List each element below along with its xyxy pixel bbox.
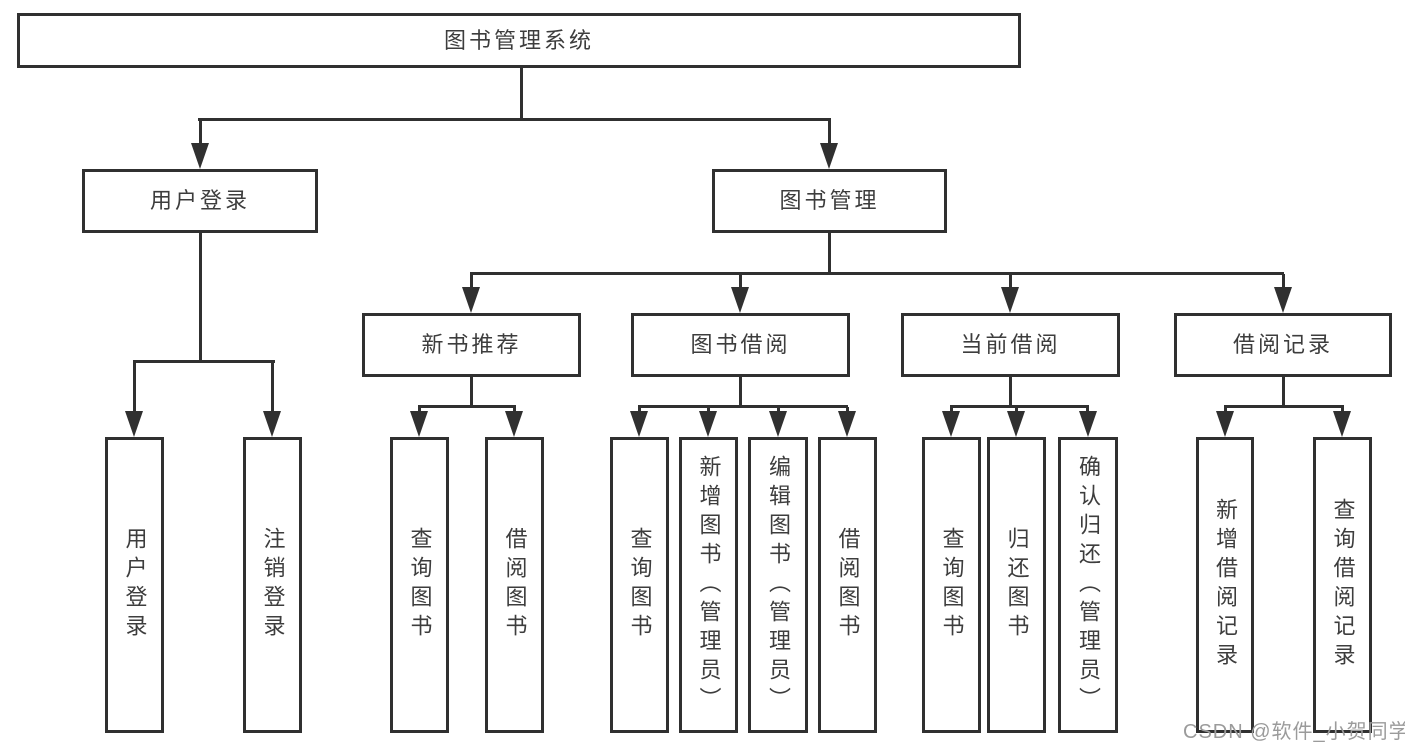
edge-borrowing-stub-borrow — [846, 407, 849, 413]
leaf-return-books: 归还图书 — [987, 437, 1046, 733]
edge-records-arrow-add — [1216, 411, 1234, 437]
edge-root-vline — [520, 68, 523, 120]
edge-recommend-arrow-borrow — [505, 411, 523, 437]
leaf-query-books-recommend: 查询图书 — [390, 437, 449, 733]
leaf-return-books-label: 归还图书 — [1004, 527, 1030, 643]
node-user-login: 用户登录 — [82, 169, 318, 233]
leaf-add-borrow-record-label: 新增借阅记录 — [1213, 498, 1238, 672]
edge-root-arrow-book-management — [820, 143, 838, 169]
leaf-query-books-borrowing-label: 查询图书 — [627, 527, 653, 643]
edge-user-login-stub-login — [133, 362, 136, 413]
node-current-borrowing: 当前借阅 — [901, 313, 1120, 377]
edge-recommend-arrow-query — [410, 411, 428, 437]
edge-records-vline — [1282, 377, 1285, 407]
leaf-confirm-return-admin: 确认归还（管理员） — [1058, 437, 1118, 733]
edge-user-login-vline — [199, 233, 202, 362]
edge-bm-stub-records — [1282, 274, 1285, 289]
edge-borrowing-arrow-add — [699, 411, 717, 437]
leaf-edit-books-admin: 编辑图书（管理员） — [748, 437, 808, 733]
edge-user-login-arrow-login — [125, 411, 143, 437]
node-new-book-recommend: 新书推荐 — [362, 313, 581, 377]
edge-bm-arrow-borrowing — [731, 287, 749, 313]
leaf-confirm-return-admin-label: 确认归还（管理员） — [1076, 454, 1101, 716]
leaf-query-borrow-record-label: 查询借阅记录 — [1330, 498, 1356, 672]
edge-book-management-hline — [470, 272, 1284, 275]
leaf-query-borrow-record: 查询借阅记录 — [1313, 437, 1372, 733]
edge-borrowing-arrow-query — [630, 411, 648, 437]
edge-current-stub-return — [1015, 407, 1018, 413]
leaf-edit-books-admin-label: 编辑图书（管理员） — [766, 454, 791, 716]
leaf-query-books-recommend-label: 查询图书 — [407, 527, 433, 643]
edge-bm-arrow-recommend — [462, 287, 480, 313]
edge-current-arrow-query — [942, 411, 960, 437]
edge-borrowing-stub-add — [707, 407, 710, 413]
leaf-logout: 注销登录 — [243, 437, 302, 733]
edge-current-stub-confirm — [1086, 407, 1089, 413]
edge-current-arrow-confirm — [1079, 411, 1097, 437]
edge-user-login-stub-logout — [271, 362, 274, 413]
edge-current-hline — [950, 405, 1089, 408]
edge-bm-arrow-current — [1001, 287, 1019, 313]
leaf-logout-label: 注销登录 — [260, 527, 286, 643]
edge-records-stub-add — [1224, 407, 1227, 413]
leaf-borrow-books-borrowing: 借阅图书 — [818, 437, 877, 733]
leaf-add-borrow-record: 新增借阅记录 — [1196, 437, 1254, 733]
edge-root-stub-user-login — [199, 120, 202, 146]
leaf-borrow-books-recommend: 借阅图书 — [485, 437, 544, 733]
edge-bm-stub-borrowing — [739, 274, 742, 289]
edge-borrowing-arrow-borrow — [838, 411, 856, 437]
edge-borrowing-hline — [638, 405, 848, 408]
leaf-user-login-label: 用户登录 — [122, 527, 148, 643]
leaf-borrow-books-recommend-label: 借阅图书 — [502, 527, 528, 643]
node-borrowing-records-label: 借阅记录 — [1232, 332, 1333, 357]
edge-borrowing-stub-edit — [777, 407, 780, 413]
node-book-borrowing-label: 图书借阅 — [690, 332, 791, 357]
leaf-query-books-current-label: 查询图书 — [939, 527, 965, 643]
edge-bm-stub-current — [1009, 274, 1012, 289]
edge-root-hline — [198, 118, 831, 121]
edge-records-hline — [1224, 405, 1344, 408]
node-current-borrowing-label: 当前借阅 — [960, 332, 1061, 357]
node-borrowing-records: 借阅记录 — [1174, 313, 1392, 377]
watermark-text: CSDN @软件_小贺同学 — [1183, 721, 1405, 743]
edge-user-login-arrow-logout — [263, 411, 281, 437]
node-root: 图书管理系统 — [17, 13, 1021, 68]
edge-root-arrow-user-login — [191, 143, 209, 169]
edge-borrowing-vline — [739, 377, 742, 407]
edge-borrowing-arrow-edit — [769, 411, 787, 437]
edge-recommend-stub-query — [418, 407, 421, 413]
edge-records-stub-query — [1341, 407, 1344, 413]
edge-bm-stub-recommend — [470, 274, 473, 289]
leaf-add-books-admin-label: 新增图书（管理员） — [696, 454, 722, 716]
leaf-query-books-borrowing: 查询图书 — [610, 437, 669, 733]
edge-user-login-hline — [133, 360, 275, 363]
edge-bm-arrow-records — [1274, 287, 1292, 313]
node-new-book-recommend-label: 新书推荐 — [421, 332, 522, 357]
edge-root-stub-book-management — [828, 120, 831, 146]
leaf-user-login: 用户登录 — [105, 437, 164, 733]
edge-current-arrow-return — [1007, 411, 1025, 437]
node-book-management-label: 图书管理 — [779, 188, 880, 213]
edge-recommend-hline — [418, 405, 516, 408]
edge-records-arrow-query — [1333, 411, 1351, 437]
edge-recommend-stub-borrow — [513, 407, 516, 413]
edge-book-management-vline — [828, 233, 831, 274]
node-book-management: 图书管理 — [712, 169, 947, 233]
leaf-add-books-admin: 新增图书（管理员） — [679, 437, 738, 733]
edge-borrowing-stub-query — [638, 407, 641, 413]
node-book-borrowing: 图书借阅 — [631, 313, 850, 377]
leaf-borrow-books-borrowing-label: 借阅图书 — [835, 527, 861, 643]
edge-current-stub-query — [950, 407, 953, 413]
edge-recommend-vline — [470, 377, 473, 407]
leaf-query-books-current: 查询图书 — [922, 437, 981, 733]
node-user-login-label: 用户登录 — [149, 188, 250, 213]
node-root-label: 图书管理系统 — [443, 27, 594, 53]
edge-current-vline — [1009, 377, 1012, 407]
